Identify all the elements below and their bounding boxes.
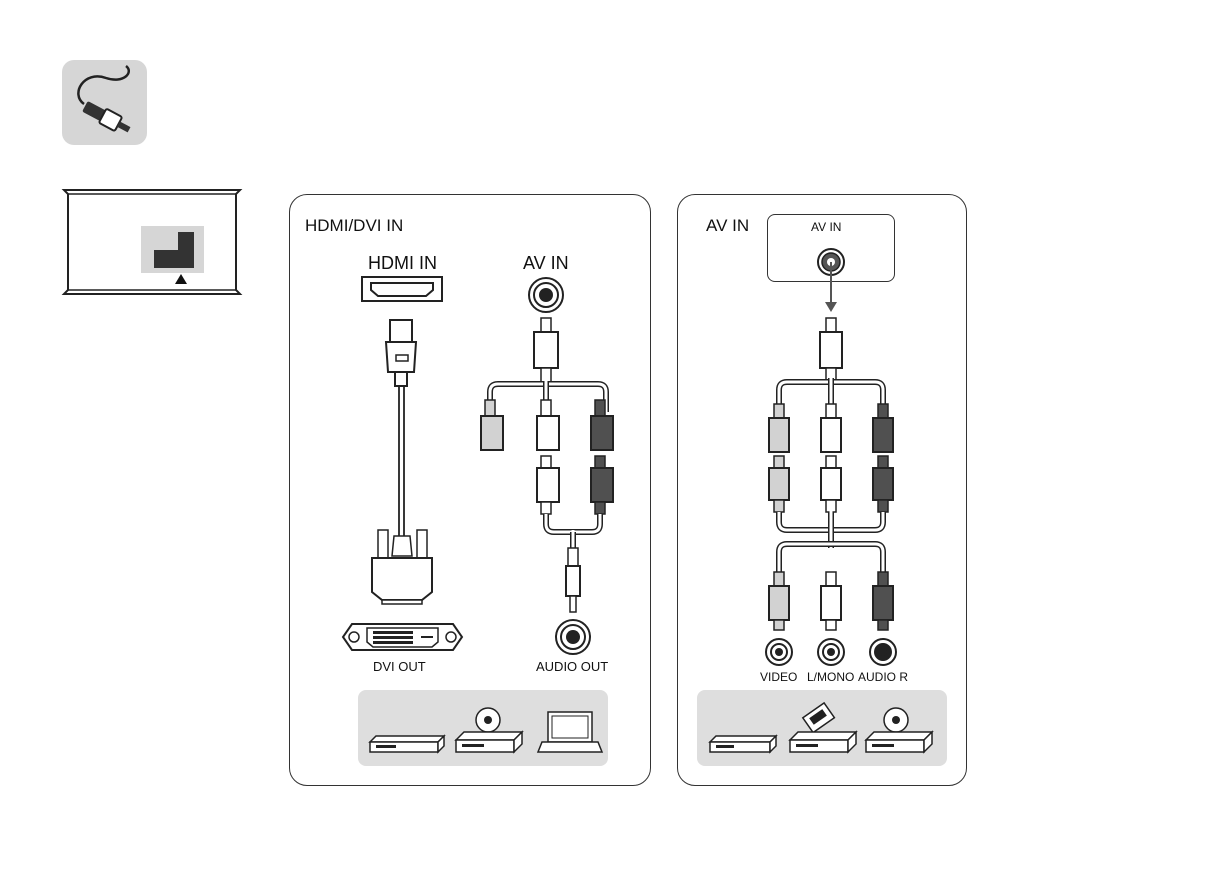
video-jack-icon — [766, 639, 792, 665]
audio-r-jack-icon — [870, 639, 896, 665]
audio-l-mono-jack-icon — [818, 639, 844, 665]
rca-plug-audio-r-r2-icon — [873, 456, 893, 512]
device-tray-av — [697, 690, 947, 766]
rca-plug-audio-r-r1-icon — [873, 404, 893, 452]
rca-plug-video-r1-icon — [769, 404, 789, 452]
rca-plug-audio-l-r2-icon — [821, 456, 841, 512]
set-top-box-icon — [710, 736, 776, 752]
rca-plug-audio-l-r3-icon — [821, 572, 841, 630]
rca-plug-video-r2-icon — [769, 456, 789, 512]
rca-plug-audio-r-r3-icon — [873, 572, 893, 630]
av-mini-plug-right-icon — [820, 318, 842, 380]
rca-plug-video-r3-icon — [769, 572, 789, 630]
rca-plug-audio-l-r1-icon — [821, 404, 841, 452]
